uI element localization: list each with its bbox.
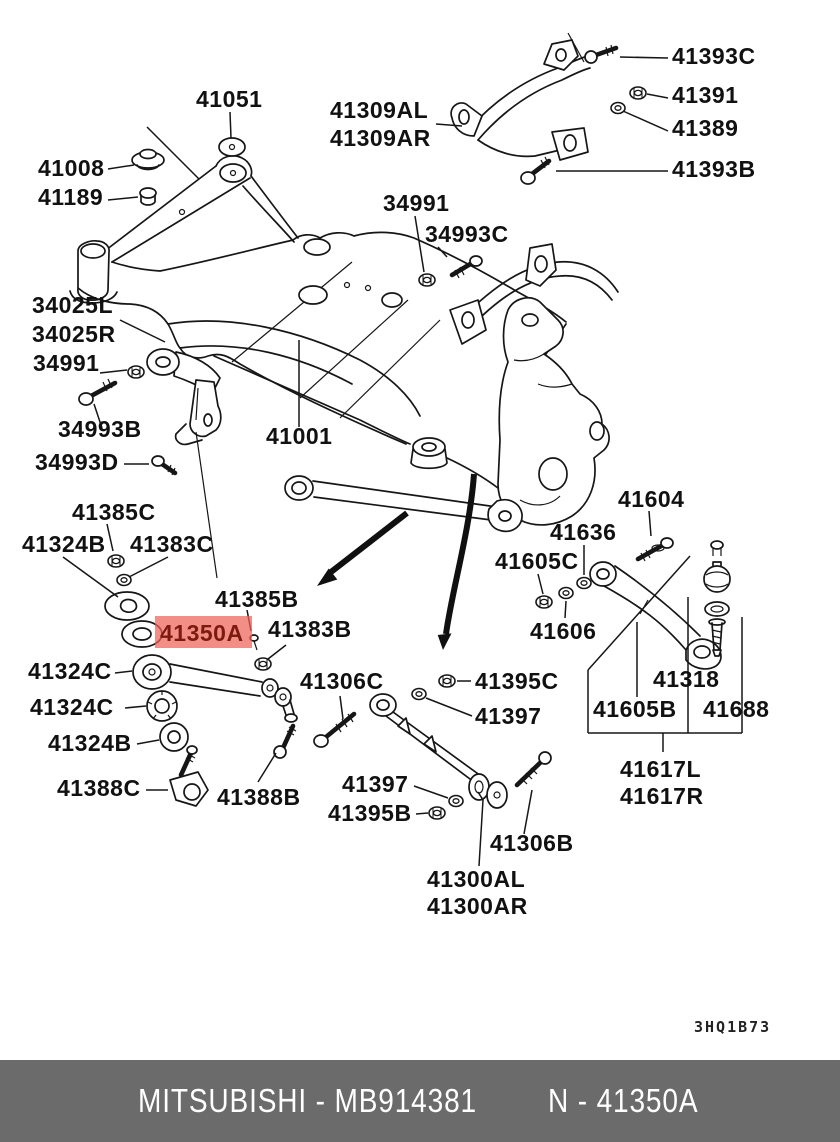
label-41385C[interactable]: 41385C: [72, 499, 156, 525]
exploded-parts-diagram: 41051 41008 41189 41309AL 41309AR 41393C…: [22, 32, 771, 1036]
label-34025L[interactable]: 34025L: [32, 292, 113, 318]
lower-arm-detail: [104, 591, 298, 807]
label-41605B[interactable]: 41605B: [593, 696, 677, 722]
drawing-code: 3HQ1B73: [694, 1018, 771, 1036]
stabilizer-bar-front: [450, 32, 591, 161]
footer-n-code: N - 41350A: [548, 1082, 699, 1119]
label-41008[interactable]: 41008: [38, 155, 104, 181]
label-34993C[interactable]: 34993C: [425, 221, 509, 247]
highlight-box[interactable]: [155, 616, 252, 648]
label-41604[interactable]: 41604: [618, 486, 684, 512]
label-41617R[interactable]: 41617R: [620, 783, 704, 809]
label-41309AR[interactable]: 41309AR: [330, 125, 431, 151]
label-34991-left[interactable]: 34991: [33, 350, 99, 376]
label-41388B[interactable]: 41388B: [217, 784, 301, 810]
label-41393B[interactable]: 41393B: [672, 156, 756, 182]
footer-banner: MITSUBISHI - MB914381 N - 41350A: [0, 1060, 840, 1142]
label-41397-b[interactable]: 41397: [342, 771, 408, 797]
label-41617L[interactable]: 41617L: [620, 756, 701, 782]
label-41385B[interactable]: 41385B: [215, 586, 299, 612]
label-41395C[interactable]: 41395C: [475, 668, 559, 694]
label-41388C[interactable]: 41388C: [57, 775, 141, 801]
label-41395B[interactable]: 41395B: [328, 800, 412, 826]
label-41306C[interactable]: 41306C: [300, 668, 384, 694]
label-34991-top[interactable]: 34991: [383, 190, 449, 216]
stabilizer-bar-rear: [449, 243, 619, 345]
label-41324B-a[interactable]: 41324B: [22, 531, 106, 557]
label-41636[interactable]: 41636: [550, 519, 616, 545]
leader-lines: [62, 56, 669, 867]
label-41605C[interactable]: 41605C: [495, 548, 579, 574]
label-41324B-b[interactable]: 41324B: [48, 730, 132, 756]
label-41324C-a[interactable]: 41324C: [28, 658, 112, 684]
label-41391[interactable]: 41391: [672, 82, 738, 108]
label-41324C-b[interactable]: 41324C: [30, 694, 114, 720]
knuckle-assembly: [497, 297, 610, 526]
label-41397-a[interactable]: 41397: [475, 703, 541, 729]
label-41001[interactable]: 41001: [266, 423, 332, 449]
label-41318[interactable]: 41318: [653, 666, 719, 692]
label-41300AR[interactable]: 41300AR: [427, 893, 528, 919]
label-41383C[interactable]: 41383C: [130, 531, 214, 557]
label-41389[interactable]: 41389: [672, 115, 738, 141]
label-41383B[interactable]: 41383B: [268, 616, 352, 642]
label-41606[interactable]: 41606: [530, 618, 596, 644]
label-41688[interactable]: 41688: [703, 696, 769, 722]
label-41051[interactable]: 41051: [196, 86, 262, 112]
label-41393C[interactable]: 41393C: [672, 43, 756, 69]
group-bracket-41617: [587, 555, 743, 752]
trailing-bracket-34025: [146, 348, 222, 579]
label-34993B[interactable]: 34993B: [58, 416, 142, 442]
footer-brand-part: MITSUBISHI - MB914381: [138, 1082, 477, 1119]
label-34993D[interactable]: 34993D: [35, 449, 119, 475]
label-41189[interactable]: 41189: [38, 184, 103, 210]
lateral-rod-installed: [284, 475, 523, 533]
label-34025R[interactable]: 34025R: [32, 321, 116, 347]
fasteners: [78, 44, 674, 820]
toe-arm-41300: [369, 693, 508, 809]
part-labels: 41051 41008 41189 41309AL 41309AR 41393C…: [22, 43, 769, 919]
view-arrows: [317, 473, 477, 650]
label-41309AL[interactable]: 41309AL: [330, 97, 428, 123]
label-41350A-highlighted[interactable]: 41350A: [160, 620, 244, 646]
upper-arm-41617: [589, 540, 731, 670]
label-41306B[interactable]: 41306B: [490, 830, 574, 856]
label-41300AL[interactable]: 41300AL: [427, 866, 525, 892]
